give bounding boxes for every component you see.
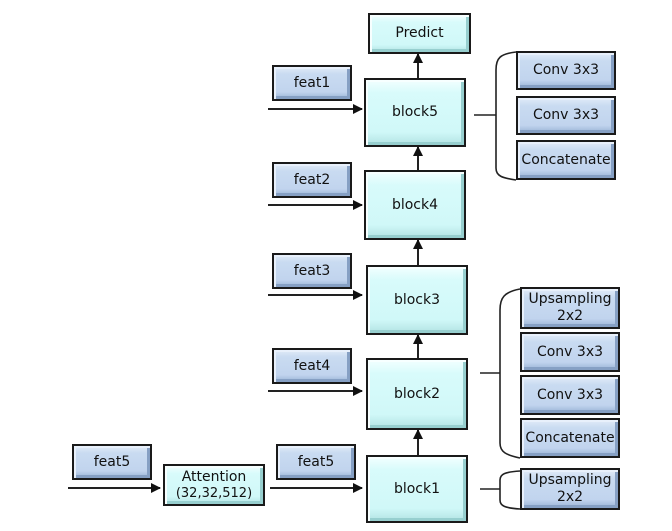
block4-node: block4 xyxy=(364,170,466,240)
block3-label: block3 xyxy=(393,291,441,308)
brace-top xyxy=(495,51,517,181)
attention-shape: (32,32,512) xyxy=(175,485,253,501)
feat5-node-right: feat5 xyxy=(276,444,356,480)
mid-conv1-node: Conv 3x3 xyxy=(520,332,620,372)
feat5-right-label: feat5 xyxy=(297,453,335,470)
mid-upsampling-node: Upsampling 2x2 xyxy=(520,287,620,329)
feat3-node: feat3 xyxy=(272,253,352,289)
top-concatenate-node: Concatenate xyxy=(516,140,616,180)
feat1-label: feat1 xyxy=(293,74,331,91)
bottom-upsampling-node: Upsampling 2x2 xyxy=(520,468,620,510)
attention-title: Attention xyxy=(181,468,247,485)
predict-label: Predict xyxy=(395,25,444,42)
feat5-node-left: feat5 xyxy=(72,444,152,480)
mid-concatenate-label: Concatenate xyxy=(525,429,615,446)
block3-node: block3 xyxy=(366,265,468,335)
feat2-label: feat2 xyxy=(293,171,331,188)
mid-upsampling-line1: Upsampling xyxy=(528,291,612,308)
block4-label: block4 xyxy=(391,196,439,213)
bottom-upsampling-line1: Upsampling xyxy=(528,472,612,489)
feat4-node: feat4 xyxy=(272,348,352,384)
top-conv2-node: Conv 3x3 xyxy=(516,96,616,135)
block5-label: block5 xyxy=(391,104,439,121)
brace-middle xyxy=(499,288,521,459)
mid-conv1-label: Conv 3x3 xyxy=(536,343,604,360)
feat4-label: feat4 xyxy=(293,357,331,374)
feat2-node: feat2 xyxy=(272,162,352,198)
feat1-node: feat1 xyxy=(272,65,352,101)
mid-upsampling-line2: 2x2 xyxy=(556,308,584,324)
mid-conv2-node: Conv 3x3 xyxy=(520,375,620,415)
brace-bottom xyxy=(499,470,521,510)
block5-node: block5 xyxy=(364,78,466,147)
block2-node: block2 xyxy=(366,358,468,430)
bottom-upsampling-line2: 2x2 xyxy=(556,489,584,505)
block1-node: block1 xyxy=(366,455,468,523)
top-conv1-node: Conv 3x3 xyxy=(516,51,616,90)
feat5-left-label: feat5 xyxy=(93,453,131,470)
top-concatenate-label: Concatenate xyxy=(521,151,611,168)
attention-node: Attention (32,32,512) xyxy=(163,464,265,506)
feat3-label: feat3 xyxy=(293,262,331,279)
top-conv1-label: Conv 3x3 xyxy=(532,62,600,79)
block2-label: block2 xyxy=(393,385,441,402)
predict-node: Predict xyxy=(368,13,471,54)
block1-label: block1 xyxy=(393,480,441,497)
top-conv2-label: Conv 3x3 xyxy=(532,107,600,124)
mid-concatenate-node: Concatenate xyxy=(520,418,620,458)
mid-conv2-label: Conv 3x3 xyxy=(536,386,604,403)
